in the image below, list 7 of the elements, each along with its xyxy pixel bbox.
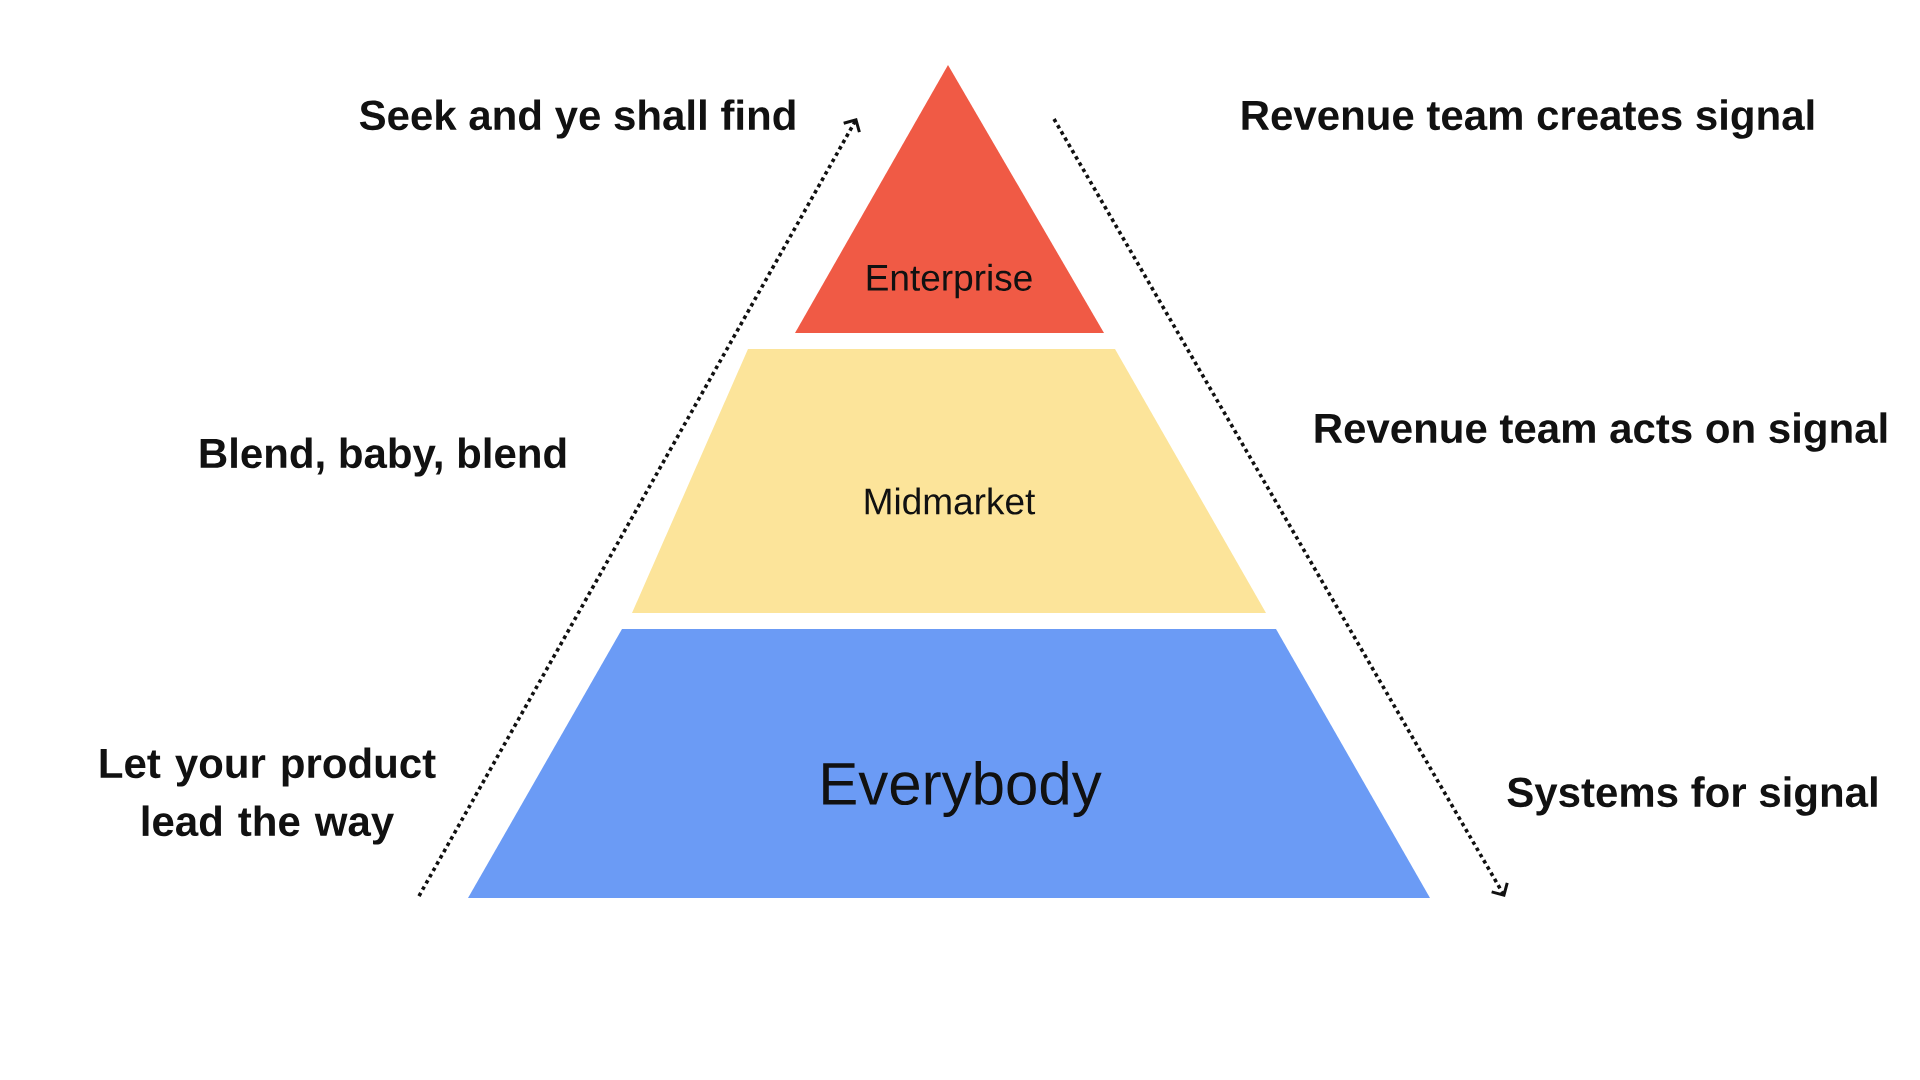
side-label: Revenue team creates signal xyxy=(1242,99,1814,139)
pyramid-tier: Everybody xyxy=(468,629,1430,898)
pyramid-tier: Enterprise xyxy=(795,65,1104,333)
side-label: Blend, baby, blend xyxy=(200,437,566,477)
pyramid-tier: Midmarket xyxy=(632,349,1266,613)
side-label: Systems for signal xyxy=(1507,776,1877,816)
side-label: Revenue team acts on signal xyxy=(1315,412,1887,452)
